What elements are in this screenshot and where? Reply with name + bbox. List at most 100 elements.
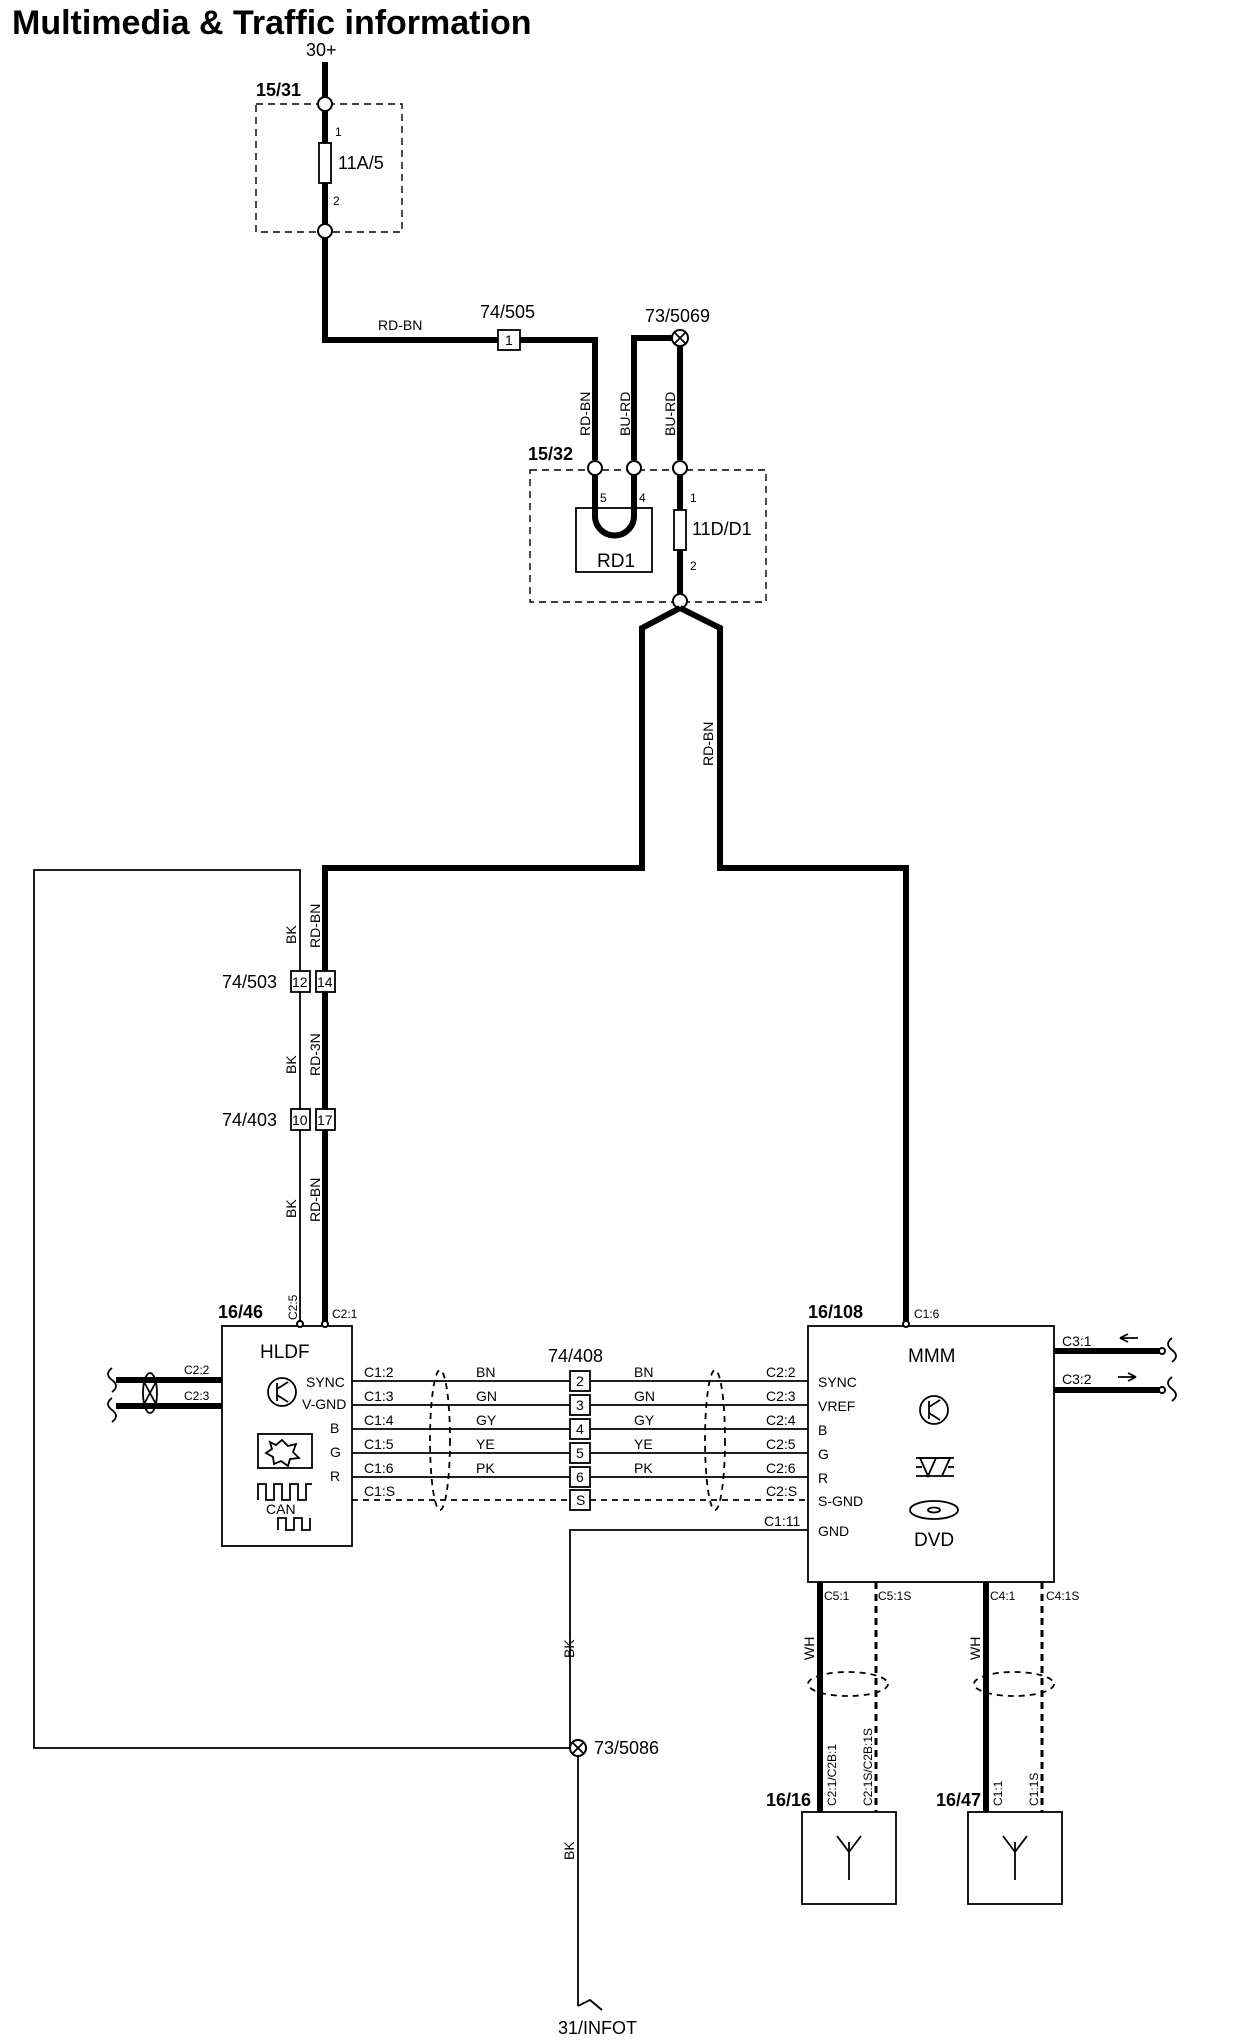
splice-73-5086-label: 73/5086 (594, 1738, 659, 1758)
mmm-pin-c1-6: C1:6 (914, 1307, 940, 1321)
connector-74-503-pin-a (290, 970, 311, 993)
connector-74-408-id: 74/408 (548, 1346, 603, 1366)
connector-74-505-id: 74/505 (480, 302, 535, 322)
mmm-pin-c5-1s: C5:1S (878, 1589, 911, 1603)
connector-74-505-pin: 1 (505, 332, 513, 348)
fuse-11d-d1-label: 11D/D1 (692, 519, 752, 539)
hldf-signal-b: B (330, 1420, 339, 1436)
connector-74-408-pin-3: 3 (576, 1397, 584, 1413)
mmm-pin-c2-4: C2:4 (766, 1412, 796, 1428)
coax-shield-c4 (973, 1671, 1055, 1697)
mmm-signal-r: R (818, 1470, 828, 1486)
mmm-signal-b: B (818, 1422, 827, 1438)
fuse-box-15-32 (529, 469, 767, 603)
mmm-signal-g: G (818, 1446, 829, 1462)
splice-73-5069-cross-b (673, 331, 687, 345)
mmm-c3-2-end (1158, 1386, 1166, 1394)
mmm-pin-c3-2: C3:2 (1062, 1371, 1092, 1387)
mmm-pin-c4-1: C4:1 (990, 1589, 1016, 1603)
fuse-11a-5-pin-2: 2 (333, 194, 340, 208)
relay-terminal-5 (587, 460, 603, 476)
antenna-16-16-pin-a: C2:1/C2B:1 (825, 1744, 839, 1806)
wire-rd-bn-1 (322, 238, 508, 343)
mmm-signal-sync: SYNC (818, 1374, 857, 1390)
hldf-name: HLDF (260, 1342, 310, 1363)
fuse-11d-d1-terminal-bottom (672, 593, 688, 609)
connector-74-408-pin-2: 2 (576, 1373, 584, 1389)
wire-label-rd-bn-1: RD-BN (378, 317, 422, 333)
hldf-signal-g: G (330, 1444, 341, 1460)
fuse-11d-d1-pin-1: 1 (690, 491, 697, 505)
mmm-pin-c4-1s: C4:1S (1046, 1589, 1079, 1603)
break-icon-c3-2 (1167, 1376, 1177, 1402)
bus-wire-label-gy-left: GY (476, 1412, 497, 1428)
connector-74-403-pin-b (315, 1108, 336, 1131)
hldf-pin-c2-1: C2:1 (332, 1307, 358, 1321)
supply-label: 30+ (306, 40, 337, 60)
shield-right (704, 1369, 726, 1511)
fuse-11d-d1-icon (673, 509, 687, 551)
wire-label-bu-rd-2: BU-RD (662, 392, 678, 436)
mmm-signal-gnd: GND (818, 1523, 849, 1539)
mmm-pin-c3-1: C3:1 (1062, 1333, 1092, 1349)
wire-label-wh-2: WH (967, 1637, 983, 1660)
hldf-signal-v-gnd: V-GND (302, 1396, 346, 1412)
can-label: CAN (266, 1501, 296, 1517)
bus-wire-label-gy-right: GY (634, 1412, 655, 1428)
fuse-11a-5-icon (318, 142, 332, 184)
antenna-16-47-pin-b: C1:1S (1027, 1773, 1041, 1806)
fuse-box-15-31-id: 15/31 (256, 80, 301, 100)
bus-wire-label-gn-left: GN (476, 1388, 497, 1404)
relay-pin-5: 5 (600, 491, 607, 505)
connector-74-403-id: 74/403 (222, 1110, 277, 1130)
break-icon-hldf-c2-3 (107, 1397, 117, 1423)
mmm-pin-node-c1-6 (902, 1320, 910, 1328)
antenna-16-16-id: 16/16 (766, 1790, 811, 1810)
page-title: Multimedia & Traffic information (12, 4, 531, 42)
connector-74-408-pin-5: 5 (576, 1445, 584, 1461)
hldf-pin-c1-2: C1:2 (364, 1364, 394, 1380)
twist-b (142, 1379, 158, 1407)
wire-rd-bn-to-mmm (678, 605, 909, 1322)
fuse-11d-d1-pin-2: 2 (690, 559, 697, 573)
mmm-id: 16/108 (808, 1302, 863, 1322)
mmm-signal-vref: VREF (818, 1398, 855, 1414)
ground-icon (577, 1998, 603, 2011)
bus-wire-label-ye-right: YE (634, 1436, 653, 1452)
bus-wire-label-gn-right: GN (634, 1388, 655, 1404)
mmm-pin-c2-3: C2:3 (766, 1388, 796, 1404)
hldf-pin-c2-2: C2:2 (184, 1363, 210, 1377)
connector-74-408-pin-6: 6 (576, 1469, 584, 1485)
wire-bk-loop (33, 869, 570, 1749)
bus-wires (352, 1380, 808, 1501)
fuse-box-15-31-terminal-top (317, 96, 333, 112)
ground-label: 31/INFOT (558, 2018, 637, 2038)
antenna-icon-1 (836, 1835, 862, 1880)
antenna-16-47-id: 16/47 (936, 1790, 981, 1810)
coax-shield-c5 (807, 1671, 889, 1697)
relay-terminal-4 (626, 460, 642, 476)
antenna-icon-2 (1002, 1835, 1028, 1880)
hldf-pin-node-c2-5 (296, 1320, 304, 1328)
fuse-box-15-32-id: 15/32 (528, 444, 573, 464)
can-signal-icon: CAN (257, 1483, 312, 1531)
hldf-pin-c2-3: C2:3 (184, 1389, 210, 1403)
wire-label-rd-bn-2: RD-BN (577, 392, 593, 436)
mmm-pin-c2-5: C2:5 (766, 1436, 796, 1452)
bus-wire-label-bn-left: BN (476, 1364, 495, 1380)
shield-left (429, 1369, 451, 1511)
wire-label-bk-5: BK (561, 1841, 577, 1860)
arrow-in-icon (1119, 1333, 1138, 1343)
connector-74-403-pin-a-label: 10 (292, 1112, 308, 1128)
hldf-pin-c1-5: C1:5 (364, 1436, 394, 1452)
twisted-pair-shield-icon (142, 1372, 158, 1414)
dvd-disc-icon (909, 1500, 959, 1520)
wire-label-bk-1: BK (283, 925, 299, 944)
mmm-module (807, 1325, 1055, 1583)
hldf-pin-node-c2-1 (321, 1320, 329, 1328)
splice-73-5069-label: 73/5069 (645, 306, 710, 326)
wire-label-bk-4: BK (561, 1639, 577, 1658)
splice-73-5086-cross-b (571, 1741, 585, 1755)
fuse-11d-d1-terminal-top (672, 460, 688, 476)
